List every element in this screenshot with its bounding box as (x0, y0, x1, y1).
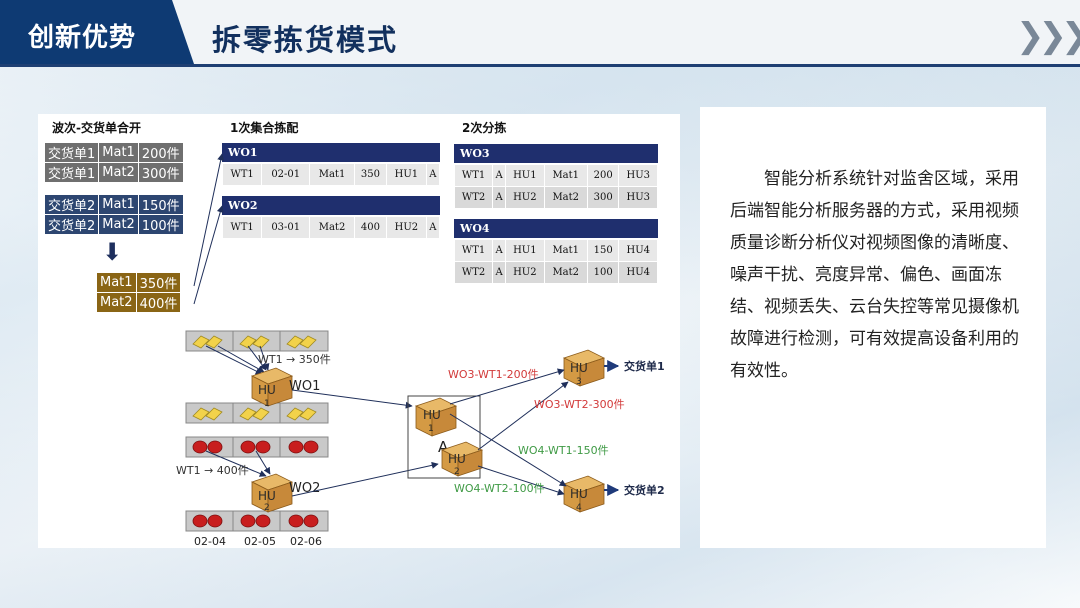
bin-label: 02-06 (290, 535, 322, 548)
flow-diagram: HU 1 HU 2 WT1 → 350件 WT1 → 400件 WO1 WO2 … (38, 114, 680, 548)
wt-label-1: WT1 → 350件 (258, 353, 331, 366)
hu3-label: HU (570, 361, 588, 375)
header-rule (0, 64, 1080, 67)
hu4-box: HU 4 (564, 476, 604, 513)
hu1-label: HU (258, 383, 276, 397)
delivery1-label: 交货单1 (624, 359, 665, 373)
flow-wo3-wt2: WO3-WT2-300件 (534, 398, 625, 411)
bin-row-yellow-2 (186, 403, 328, 423)
hu4-number: 4 (576, 503, 582, 513)
section-tag: 创新优势 (0, 0, 194, 64)
area-hu2-number: 2 (454, 467, 460, 477)
hu4-label: HU (570, 487, 588, 501)
hu3-box: HU 3 (564, 350, 604, 387)
area-hu1-number: 1 (428, 424, 434, 434)
wo2-label: WO2 (289, 481, 320, 496)
bin-row-red-2 (186, 511, 328, 531)
wo2-arrow (292, 464, 438, 496)
bin-row-yellow-1 (186, 331, 328, 351)
flow-wo3-wt1: WO3-WT1-200件 (448, 368, 539, 381)
figure-panel: 波次-交货单合开 1次集合拣配 2次分拣 交货单1 Mat1 200件 交货单1… (38, 114, 680, 548)
chevrons-icon: ❯❯❯ (1016, 26, 1080, 46)
hu2-number: 2 (264, 503, 270, 513)
area-hu1-label: HU (423, 408, 441, 422)
bin-label: 02-04 (194, 535, 226, 548)
description-text: 智能分析系统针对监舍区域，采用后端智能分析服务器的方式，采用视频质量诊断分析仪对… (730, 163, 1020, 387)
page-title: 拆零拣货模式 (212, 17, 398, 59)
hu1-number: 1 (264, 399, 270, 409)
hu3-number: 3 (576, 377, 582, 387)
description-panel: 智能分析系统针对监舍区域，采用后端智能分析服务器的方式，采用视频质量诊断分析仪对… (700, 107, 1046, 548)
bin-label: 02-05 (244, 535, 276, 548)
delivery2-label: 交货单2 (624, 483, 665, 497)
wt-label-2: WT1 → 400件 (176, 464, 249, 477)
area-hu2-label: HU (448, 452, 466, 466)
hu2-box: HU 2 (252, 474, 292, 513)
flow-wo4-wt1: WO4-WT1-150件 (518, 444, 609, 457)
section-tag-label: 创新优势 (28, 17, 136, 54)
flow-wo4-wt2: WO4-WT2-100件 (454, 482, 545, 495)
hu2-label: HU (258, 489, 276, 503)
bin-row-red-1 (186, 437, 328, 457)
